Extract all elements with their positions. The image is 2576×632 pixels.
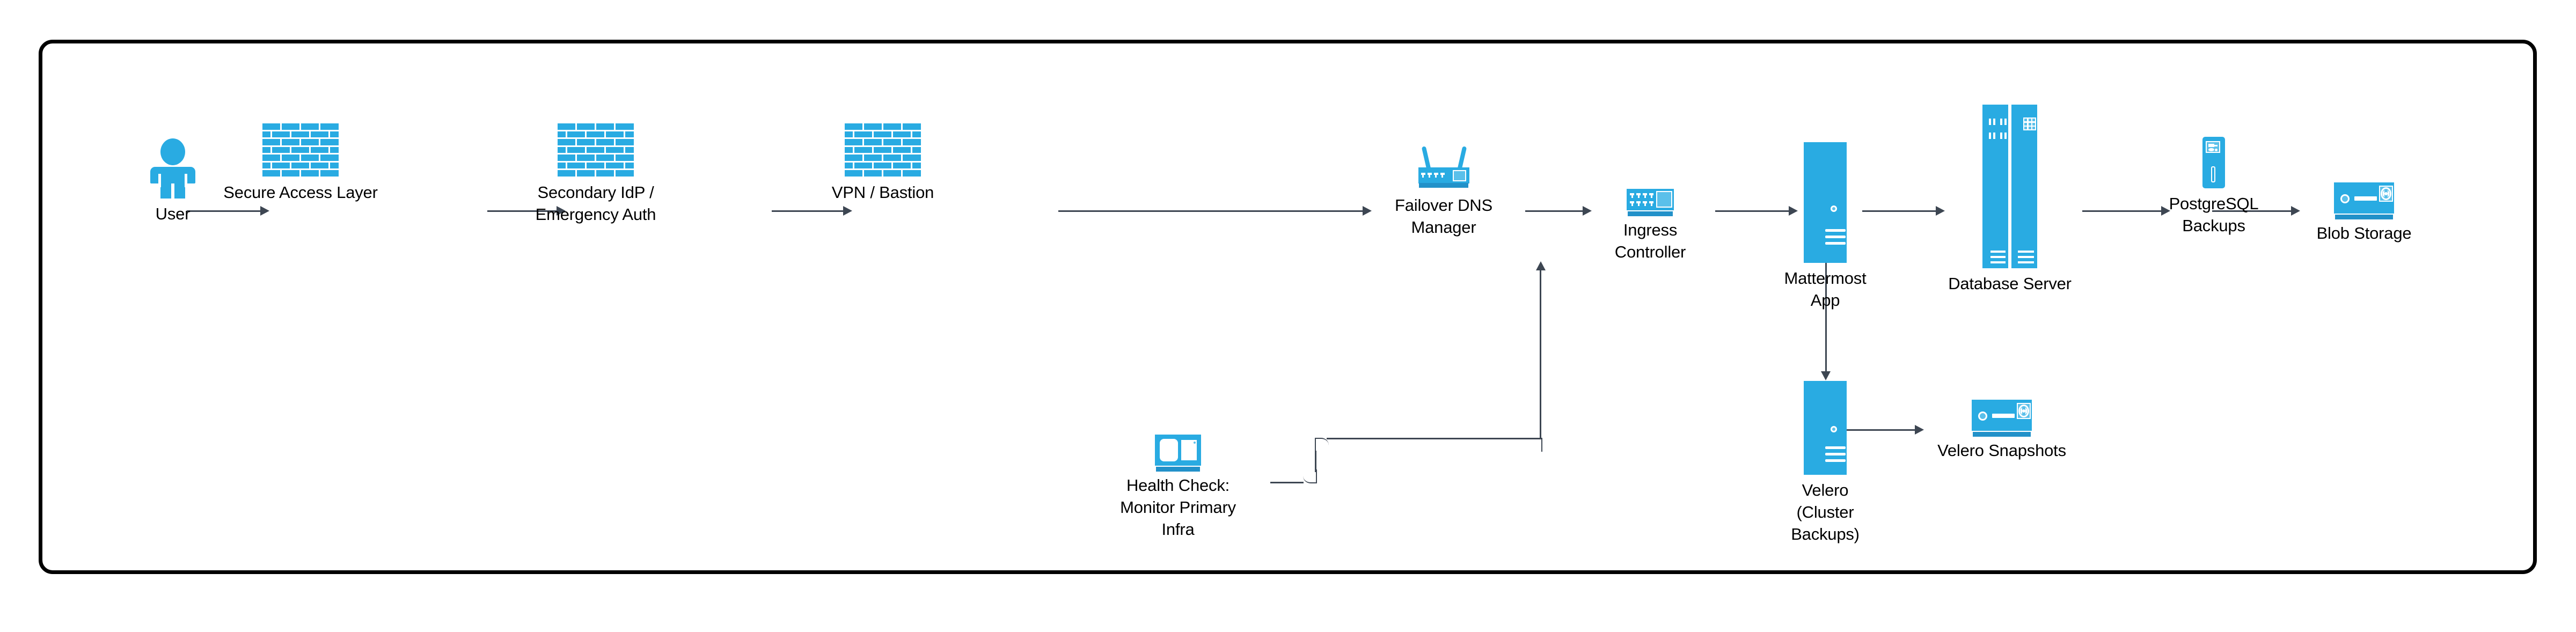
node-velero-snapshots-label: Velero Snapshots	[1937, 441, 2066, 460]
node-user[interactable]: User	[119, 138, 226, 225]
node-ingress-controller-label: Ingress Controller	[1614, 221, 1686, 262]
node-velero[interactable]: Velero (Cluster Backups)	[1777, 381, 1874, 546]
node-postgresql-backups-label: PostgreSQL Backups	[2169, 194, 2259, 236]
firewall-icon	[558, 123, 634, 177]
node-health-check-label: Health Check: Monitor Primary Infra	[1120, 476, 1236, 539]
server-icon	[1804, 381, 1847, 475]
storage-disk-icon	[1972, 400, 2032, 437]
person-icon	[150, 138, 195, 199]
network-switch-icon	[1627, 189, 1674, 216]
node-velero-snapshots[interactable]: Velero Snapshots	[1921, 400, 2082, 461]
node-postgresql-backups[interactable]: PostgreSQL Backups	[2152, 137, 2275, 237]
node-failover-dns-manager-label: Failover DNS Manager	[1395, 196, 1492, 237]
node-secure-access-layer-label: Secure Access Layer	[223, 183, 378, 202]
node-ingress-controller[interactable]: Ingress Controller	[1586, 189, 1715, 263]
node-secure-access-layer[interactable]: Secure Access Layer	[220, 123, 381, 203]
node-blob-storage-label: Blob Storage	[2316, 224, 2412, 242]
node-health-check[interactable]: Health Check: Monitor Primary Infra	[1114, 435, 1242, 541]
diagram-boundary	[39, 40, 2537, 574]
node-database-server-label: Database Server	[1948, 274, 2072, 293]
node-secondary-idp[interactable]: Secondary IdP / Emergency Auth	[515, 123, 676, 225]
monitor-icon	[1155, 435, 1201, 472]
wireless-router-icon	[1418, 146, 1469, 190]
node-vpn-bastion[interactable]: VPN / Bastion	[802, 123, 963, 203]
node-user-label: User	[155, 204, 191, 223]
firewall-icon	[845, 123, 921, 177]
node-blob-storage[interactable]: Blob Storage	[2297, 182, 2431, 244]
node-mattermost-app-label: Mattermost App	[1784, 269, 1867, 310]
storage-disk-icon	[2334, 182, 2394, 219]
backup-tower-icon	[2202, 137, 2225, 188]
node-secondary-idp-label: Secondary IdP / Emergency Auth	[535, 183, 656, 224]
node-velero-label: Velero (Cluster Backups)	[1791, 481, 1860, 544]
server-icon	[1804, 142, 1847, 263]
firewall-icon	[262, 123, 339, 177]
node-vpn-bastion-label: VPN / Bastion	[831, 183, 934, 202]
database-rack-icon	[1982, 105, 2037, 268]
node-mattermost-app[interactable]: Mattermost App	[1777, 142, 1874, 311]
node-database-server[interactable]: Database Server	[1924, 105, 2096, 295]
node-failover-dns-manager[interactable]: Failover DNS Manager	[1366, 146, 1521, 238]
